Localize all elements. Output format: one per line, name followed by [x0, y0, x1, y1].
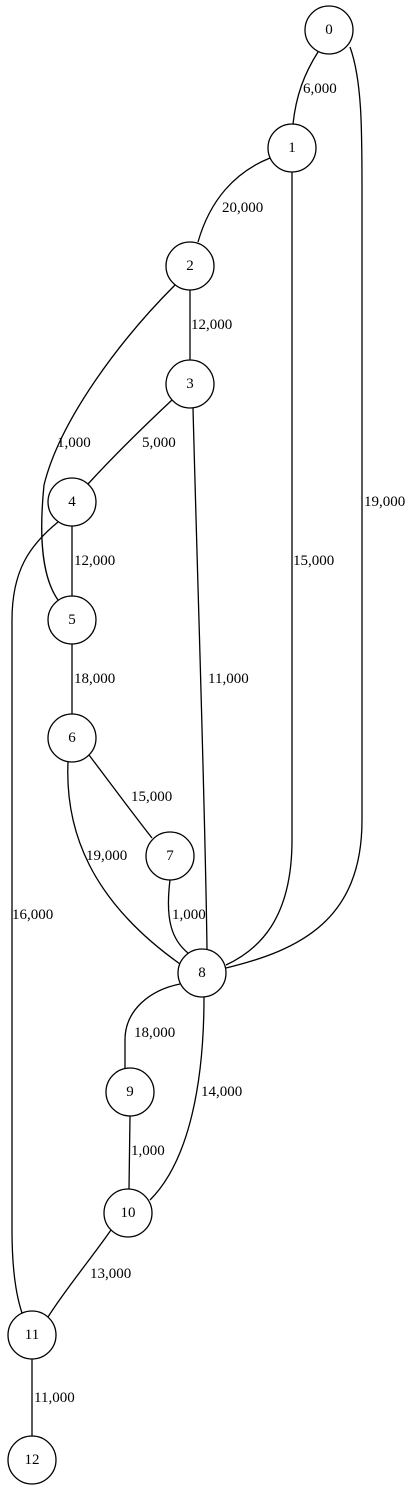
edge-3-4	[87, 399, 173, 485]
node-circle-11	[7, 1310, 57, 1360]
edge-0-1	[292, 51, 319, 125]
edge-label-2-3: 12,000	[191, 317, 232, 333]
node-label-3: 3	[186, 376, 194, 392]
edge-0-8	[225, 46, 363, 969]
edge-label-10-11: 13,000	[90, 1266, 131, 1282]
edge-label-4-5: 12,000	[74, 553, 115, 569]
node-circle-4	[47, 477, 97, 527]
edge-9-10	[128, 1115, 131, 1190]
node-11: 11	[7, 1310, 57, 1360]
node-label-0: 0	[325, 22, 333, 38]
node-5: 5	[47, 595, 97, 645]
node-label-6: 6	[68, 730, 76, 746]
edge-label-8-10: 14,000	[201, 1084, 242, 1100]
edge-label-11-12: 11,000	[34, 1390, 75, 1406]
edge-label-0-1: 6,000	[303, 81, 337, 97]
edge-label-2-5: 1,000	[57, 435, 91, 451]
node-2: 2	[165, 241, 215, 291]
edge-label-0-8: 19,000	[364, 494, 405, 510]
node-7: 7	[145, 831, 195, 881]
edge-label-8-9: 18,000	[134, 1025, 175, 1041]
edge-label-3-4: 5,000	[142, 435, 176, 451]
edge-label-5-6: 18,000	[74, 671, 115, 687]
node-label-7: 7	[166, 848, 174, 864]
edge-3-8	[192, 407, 208, 950]
node-label-1: 1	[288, 140, 296, 156]
edge-label-6-7: 15,000	[131, 789, 172, 805]
node-6: 6	[47, 713, 97, 763]
node-circle-5	[47, 595, 97, 645]
edge-7-8	[167, 879, 189, 954]
node-label-4: 4	[68, 494, 76, 510]
edge-label-1-8: 15,000	[293, 553, 334, 569]
edge-label-6-8: 19,000	[86, 848, 127, 864]
node-label-8: 8	[198, 965, 206, 981]
edge-4-11	[11, 521, 59, 1314]
node-1: 1	[267, 123, 317, 173]
node-label-9: 9	[126, 1084, 134, 1100]
node-circle-1	[267, 123, 317, 173]
node-circle-7	[145, 831, 195, 881]
edge-6-7	[88, 754, 153, 839]
node-label-11: 11	[25, 1327, 39, 1343]
node-label-12: 12	[25, 1452, 40, 1468]
edge-label-1-2: 20,000	[222, 200, 263, 216]
node-circle-3	[165, 359, 215, 409]
node-circle-12	[7, 1435, 57, 1485]
node-circle-10	[103, 1188, 153, 1238]
edge-label-3-8: 11,000	[208, 671, 249, 687]
node-circle-9	[105, 1067, 155, 1117]
edges-layer	[11, 46, 363, 1436]
edge-8-9	[124, 983, 181, 1068]
node-3: 3	[165, 359, 215, 409]
node-circle-0	[304, 5, 354, 55]
node-0: 0	[304, 5, 354, 55]
edge-label-4-11: 16,000	[12, 907, 53, 923]
node-10: 10	[103, 1188, 153, 1238]
edge-2-5	[41, 284, 176, 601]
node-4: 4	[47, 477, 97, 527]
edge-10-11	[47, 1229, 112, 1318]
edge-labels-layer: 6,000 19,000 20,000 15,000 12,000 1,000 5,000 1…	[12, 81, 405, 1406]
edge-1-2	[197, 157, 271, 243]
edge-6-8	[67, 761, 181, 965]
edge-1-8	[225, 172, 293, 966]
node-circle-6	[47, 713, 97, 763]
node-label-10: 10	[121, 1205, 136, 1221]
node-label-5: 5	[68, 612, 76, 628]
node-circle-8	[177, 948, 227, 998]
edge-label-7-8: 1,000	[172, 907, 206, 923]
node-label-2: 2	[186, 258, 194, 274]
edge-label-9-10: 1,000	[131, 1143, 165, 1159]
node-9: 9	[105, 1067, 155, 1117]
node-circle-2	[165, 241, 215, 291]
node-8: 8	[177, 948, 227, 998]
edge-8-10	[149, 996, 205, 1201]
node-12: 12	[7, 1435, 57, 1485]
